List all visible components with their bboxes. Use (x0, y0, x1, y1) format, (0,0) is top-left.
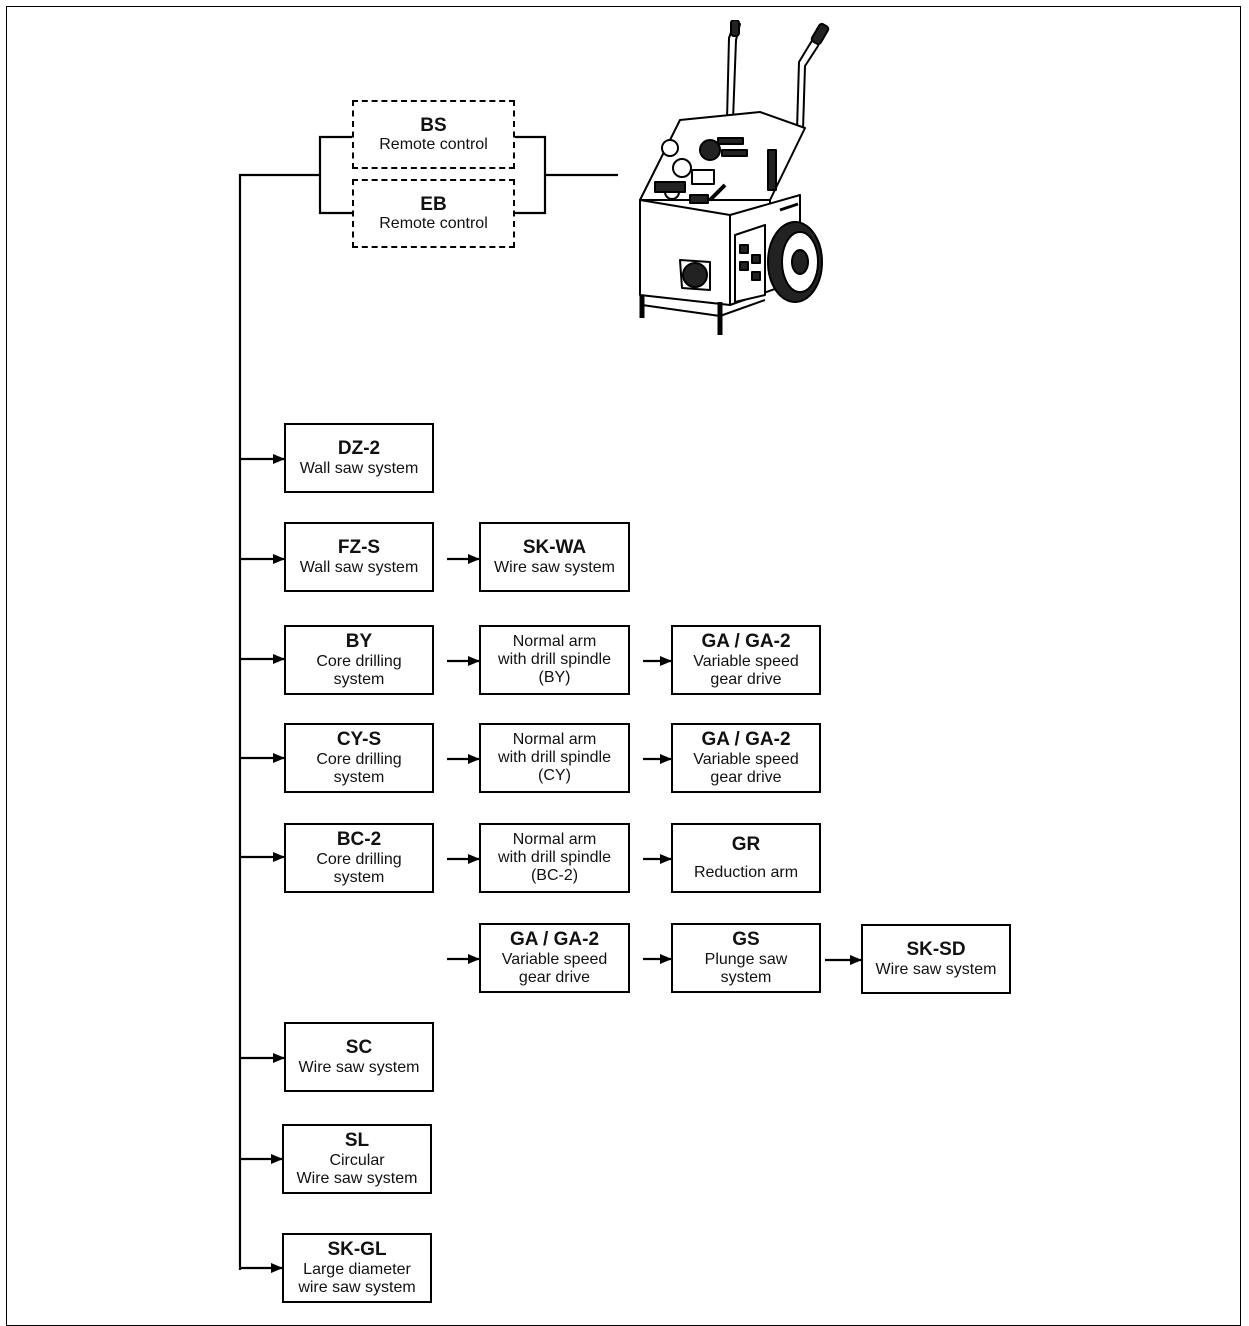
system-code: SK-WA (522, 537, 587, 559)
remote-desc: Remote control (379, 136, 488, 154)
system-code: SK-SD (906, 939, 966, 961)
system-code: FZ-S (337, 537, 381, 559)
system-desc: Wire saw system (494, 558, 615, 576)
system-code: SL (344, 1130, 370, 1152)
remote-control-eb: EB Remote control (352, 179, 515, 248)
system-code: GA / GA-2 (701, 729, 791, 751)
system-box-skwa: SK-WA Wire saw system (479, 522, 630, 592)
remote-control-bs: BS Remote control (352, 100, 515, 169)
system-desc: Wire saw system (298, 1058, 420, 1076)
system-code: GR (731, 834, 761, 856)
trunk-line (238, 173, 320, 1270)
system-code: SC (345, 1037, 373, 1059)
system-code: BY (345, 631, 373, 653)
remote-desc: Remote control (379, 215, 488, 233)
system-desc: Wall saw system (299, 459, 419, 477)
system-box-sksd: SK-SD Wire saw system (861, 924, 1011, 994)
system-code: GS (732, 929, 760, 951)
system-code: GA / GA-2 (509, 929, 600, 951)
remote-bracket-right (514, 135, 547, 215)
remote-bracket-left (318, 135, 352, 215)
system-desc: Wall saw system (299, 558, 419, 576)
system-box-gr: GR Reduction arm (671, 823, 821, 893)
system-code: SK-GL (327, 1239, 387, 1261)
system-box-fzs: FZ-S Wall saw system (284, 522, 434, 592)
remote-code: BS (420, 114, 447, 136)
remote-code: EB (420, 193, 447, 215)
system-code: BC-2 (336, 829, 382, 851)
system-code: GA / GA-2 (701, 631, 791, 653)
system-box-sc: SC Wire saw system (284, 1022, 434, 1092)
system-code: DZ-2 (337, 438, 381, 460)
system-code: CY-S (336, 729, 382, 751)
system-box-dz2: DZ-2 Wall saw system (284, 423, 434, 493)
hydraulic-power-pack-on-trolley-icon (639, 20, 830, 335)
system-desc: Wire saw system (875, 960, 997, 978)
system-desc: Reduction arm (693, 863, 799, 881)
